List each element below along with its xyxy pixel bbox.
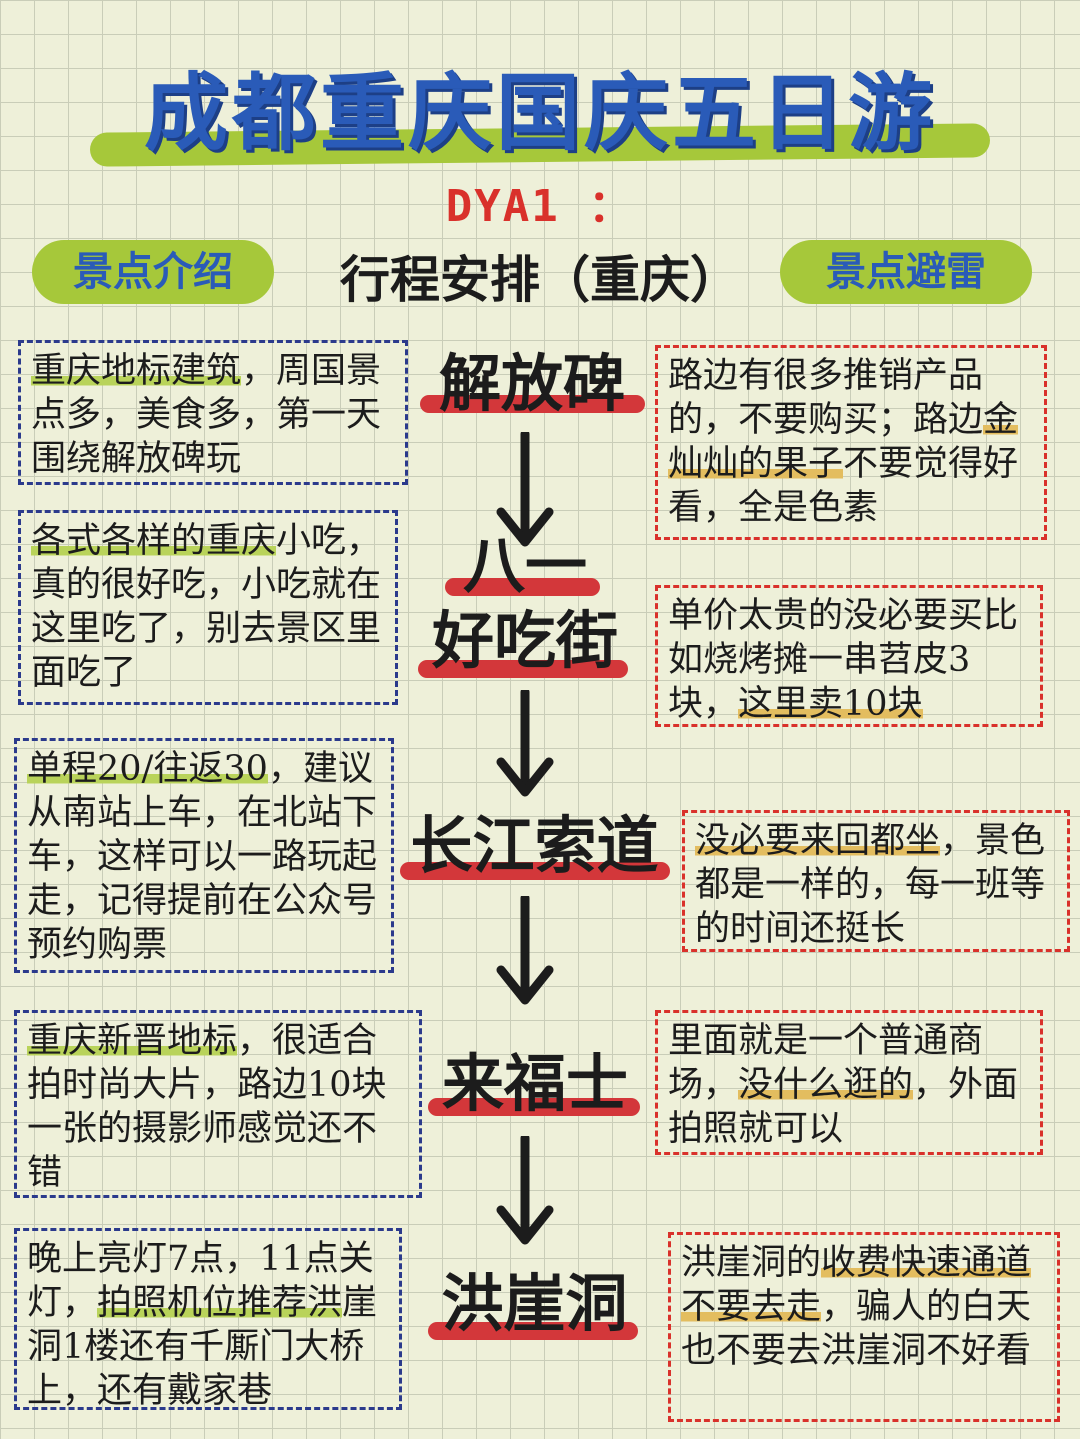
- spot-name-bayi-line1: 八一: [462, 529, 587, 602]
- warning-box-raffles: 里面就是一个普通商场，没什么逛的，外面拍照就可以: [655, 1010, 1043, 1155]
- spot-name-bayi-line2: 好吃街: [431, 604, 618, 677]
- spot-name-hongyadong: 洪崖洞: [441, 1267, 628, 1340]
- spot-underline: [428, 1098, 640, 1116]
- intro-box-hongyadong: 晚上亮灯7点，11点关灯，拍照机位推荐洪崖洞1楼还有千厮门大桥上，还有戴家巷: [14, 1228, 402, 1411]
- spot-underline: [428, 1322, 638, 1340]
- down-arrow-icon: [496, 896, 554, 1005]
- spot-underline: [445, 578, 600, 596]
- warning-box-hongyadong: 洪崖洞的收费快速通道不要去走，骗人的白天也不要去洪崖洞不好看: [668, 1232, 1060, 1422]
- spot-underline: [420, 395, 645, 413]
- spot-underline: [400, 862, 670, 880]
- title-area: 成都重庆国庆五日游: [60, 40, 1020, 170]
- intro-box-cableway: 单程20/往返30，建议从南站上车，在北站下车，这样可以一路玩起走，记得提前在公…: [14, 738, 394, 973]
- spot-name-cableway: 长江索道: [410, 809, 659, 882]
- page-title: 成都重庆国庆五日游: [143, 64, 936, 162]
- day-label: DYA1 ：: [445, 181, 635, 232]
- intro-box-raffles: 重庆新晋地标，很适合拍时尚大片，路边10块一张的摄影师感觉还不错: [14, 1010, 422, 1198]
- intro-box-jiefangbei: 重庆地标建筑，周国景点多，美食多，第一天围绕解放碑玩: [18, 340, 408, 485]
- warning-box-cableway: 没必要来回都坐，景色都是一样的，每一班等的时间还挺长: [682, 810, 1070, 952]
- intro-box-bayi: 各式各样的重庆小吃，真的很好吃，小吃就在这里吃了，别去景区里面吃了: [18, 510, 398, 705]
- down-arrow-icon: [496, 432, 554, 547]
- warning-box-jiefangbei: 路边有很多推销产品的，不要购买；路边金灿灿的果子不要觉得好看，全是色素: [655, 345, 1047, 540]
- spot-name-raffles: 来福士: [441, 1047, 628, 1120]
- spot-underline: [418, 660, 628, 678]
- spot-name-jiefangbei: 解放碑: [438, 347, 625, 420]
- warning-box-bayi: 单价太贵的没必要买比如烧烤摊一串苕皮3块，这里卖10块: [655, 585, 1043, 727]
- down-arrow-icon: [496, 1136, 554, 1245]
- intro-tag: 景点介绍: [32, 240, 274, 304]
- warning-tag: 景点避雷: [780, 240, 1032, 304]
- itinerary-subtitle: 行程安排（重庆）: [340, 250, 740, 309]
- down-arrow-icon: [496, 690, 554, 797]
